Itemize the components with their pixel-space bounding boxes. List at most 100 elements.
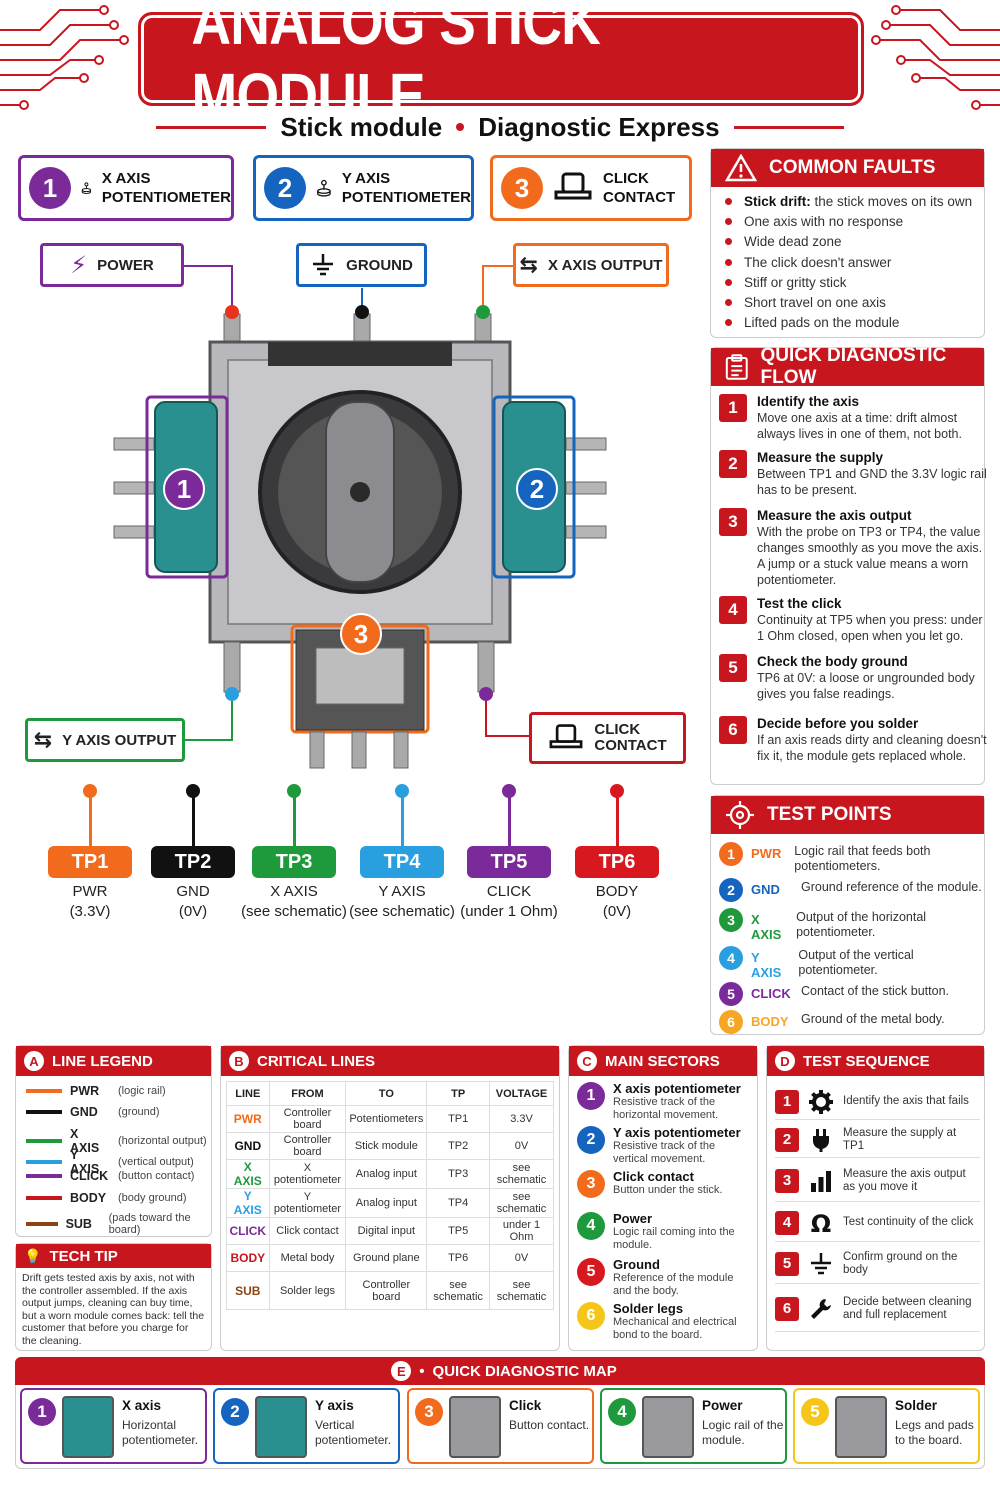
flow-step-number: 1 — [719, 394, 747, 422]
callout-x-output-label: X AXIS OUTPUT — [547, 256, 663, 274]
fault-desc: The click doesn't answer — [744, 254, 892, 270]
legend-swatch — [26, 1089, 62, 1093]
line-legend-title: LINE LEGEND — [52, 1052, 153, 1070]
legend-item: CLICK(button contact) — [26, 1169, 194, 1183]
tp-wire — [89, 797, 92, 847]
test-point-desc: Output of the vertical potentiometer. — [798, 948, 914, 977]
cell-from: X potentiometer — [268, 1159, 347, 1189]
fault-desc: Short travel on one axis — [744, 295, 886, 311]
joystick-icon — [81, 182, 92, 194]
fault-item: Stick drift: the stick moves on its own — [725, 191, 984, 211]
legend-desc: (body ground) — [118, 1191, 187, 1204]
fault-text: One axis with no response — [744, 214, 903, 229]
callout-power: ⚡POWER — [40, 243, 184, 287]
tp-sub-name: PWR — [72, 883, 108, 900]
fault-desc: Stiff or gritty stick — [744, 274, 847, 290]
sequence-number: 3 — [775, 1168, 799, 1193]
tp-sub-name: GND — [176, 883, 210, 900]
gear-icon — [807, 1088, 835, 1116]
sequence-text: Decide between cleaning and full replace… — [843, 1295, 972, 1321]
sequence-number: 2 — [775, 1127, 799, 1152]
legend-name: X AXIS — [70, 1126, 100, 1155]
sector-title: Solder legs — [613, 1301, 684, 1316]
cell-tp: TP1 — [426, 1105, 491, 1133]
callout-click-line2: CONTACT — [594, 737, 667, 754]
legend-name: PWR — [70, 1084, 100, 1098]
table-header-cell: TO — [345, 1081, 428, 1106]
table-header-cell: TP — [426, 1081, 491, 1106]
legend-swatch — [26, 1110, 62, 1115]
line-legend-panel: A LINE LEGEND PWR(logic rail)GND(ground)… — [15, 1045, 212, 1237]
sequence-number: 4 — [775, 1210, 799, 1235]
critical-lines-title: CRITICAL LINES — [257, 1052, 376, 1070]
legend-name: SUB — [65, 1216, 92, 1231]
pin-dot-y-output — [225, 687, 239, 701]
sector-title: X axis potentiometer — [613, 1081, 741, 1096]
callout-x-axis-output: ⇆X AXIS OUTPUT — [513, 243, 669, 287]
fault-text: Stick drift: the stick moves on its own — [744, 194, 972, 209]
tp-sub-value: (see schematic) — [349, 903, 455, 920]
tp-label: TP2 — [151, 846, 235, 878]
flow-step-number: 2 — [719, 450, 747, 478]
leader-click — [485, 694, 530, 737]
main-sectors-header: C MAIN SECTORS — [569, 1046, 757, 1076]
callout-power-label: POWER — [97, 256, 154, 274]
cell-voltage: under 1 Ohm — [489, 1217, 554, 1245]
tech-tip-panel: 💡 TECH TIP Drift gets tested axis by axi… — [15, 1243, 212, 1351]
fault-desc: Lifted pads on the module — [744, 315, 900, 331]
test-point-desc: Logic rail that feeds both potentiometer… — [794, 844, 931, 873]
quick-flow-header: QUICK DIAGNOSTIC FLOW — [711, 345, 984, 388]
title-banner: ANALOG STICK MODULE — [138, 0, 864, 132]
sector-number: 2 — [577, 1126, 605, 1154]
quick-flow-panel: QUICK DIAGNOSTIC FLOW 1 Identify the axis… — [710, 345, 987, 785]
cell-voltage: see schematic — [489, 1271, 554, 1310]
tp-sub-value: (under 1 Ohm) — [460, 903, 558, 920]
tp-sub-name: CLICK — [486, 883, 532, 900]
callout-click-line1: CLICK — [594, 721, 641, 738]
cell-tp: TP6 — [426, 1244, 491, 1272]
section-badge: E — [391, 1361, 412, 1381]
critical-lines-header: B CRITICAL LINES — [221, 1046, 559, 1076]
component-label-line2: POTENTIOMETER — [341, 189, 471, 206]
legend-name: GND — [70, 1105, 98, 1120]
test-point-number: 4 — [719, 946, 743, 970]
top-housing — [268, 342, 452, 366]
diagram-marker-3: 3 — [340, 613, 382, 655]
legend-swatch — [26, 1195, 62, 1200]
bar-chart-icon — [807, 1167, 835, 1195]
tech-tip-header: 💡 TECH TIP — [16, 1244, 211, 1268]
cell-voltage: see schematic — [489, 1159, 554, 1189]
test-sequence-header: D TEST SEQUENCE — [767, 1046, 984, 1076]
sector-title: Power — [613, 1211, 653, 1226]
component-label-line2: POTENTIOMETER — [101, 189, 231, 206]
ohm-icon: Ω — [807, 1209, 835, 1237]
sequence-number: 6 — [775, 1296, 799, 1321]
cell-line: CLICK — [226, 1217, 270, 1245]
test-points-header: TEST POINTS — [711, 796, 984, 834]
legend-desc: (ground) — [118, 1106, 160, 1119]
test-point-desc: Ground reference of the module. — [801, 880, 982, 894]
flow-step-desc: Continuity at TP5 when you press: under … — [757, 613, 983, 643]
wrench-icon — [807, 1295, 835, 1323]
